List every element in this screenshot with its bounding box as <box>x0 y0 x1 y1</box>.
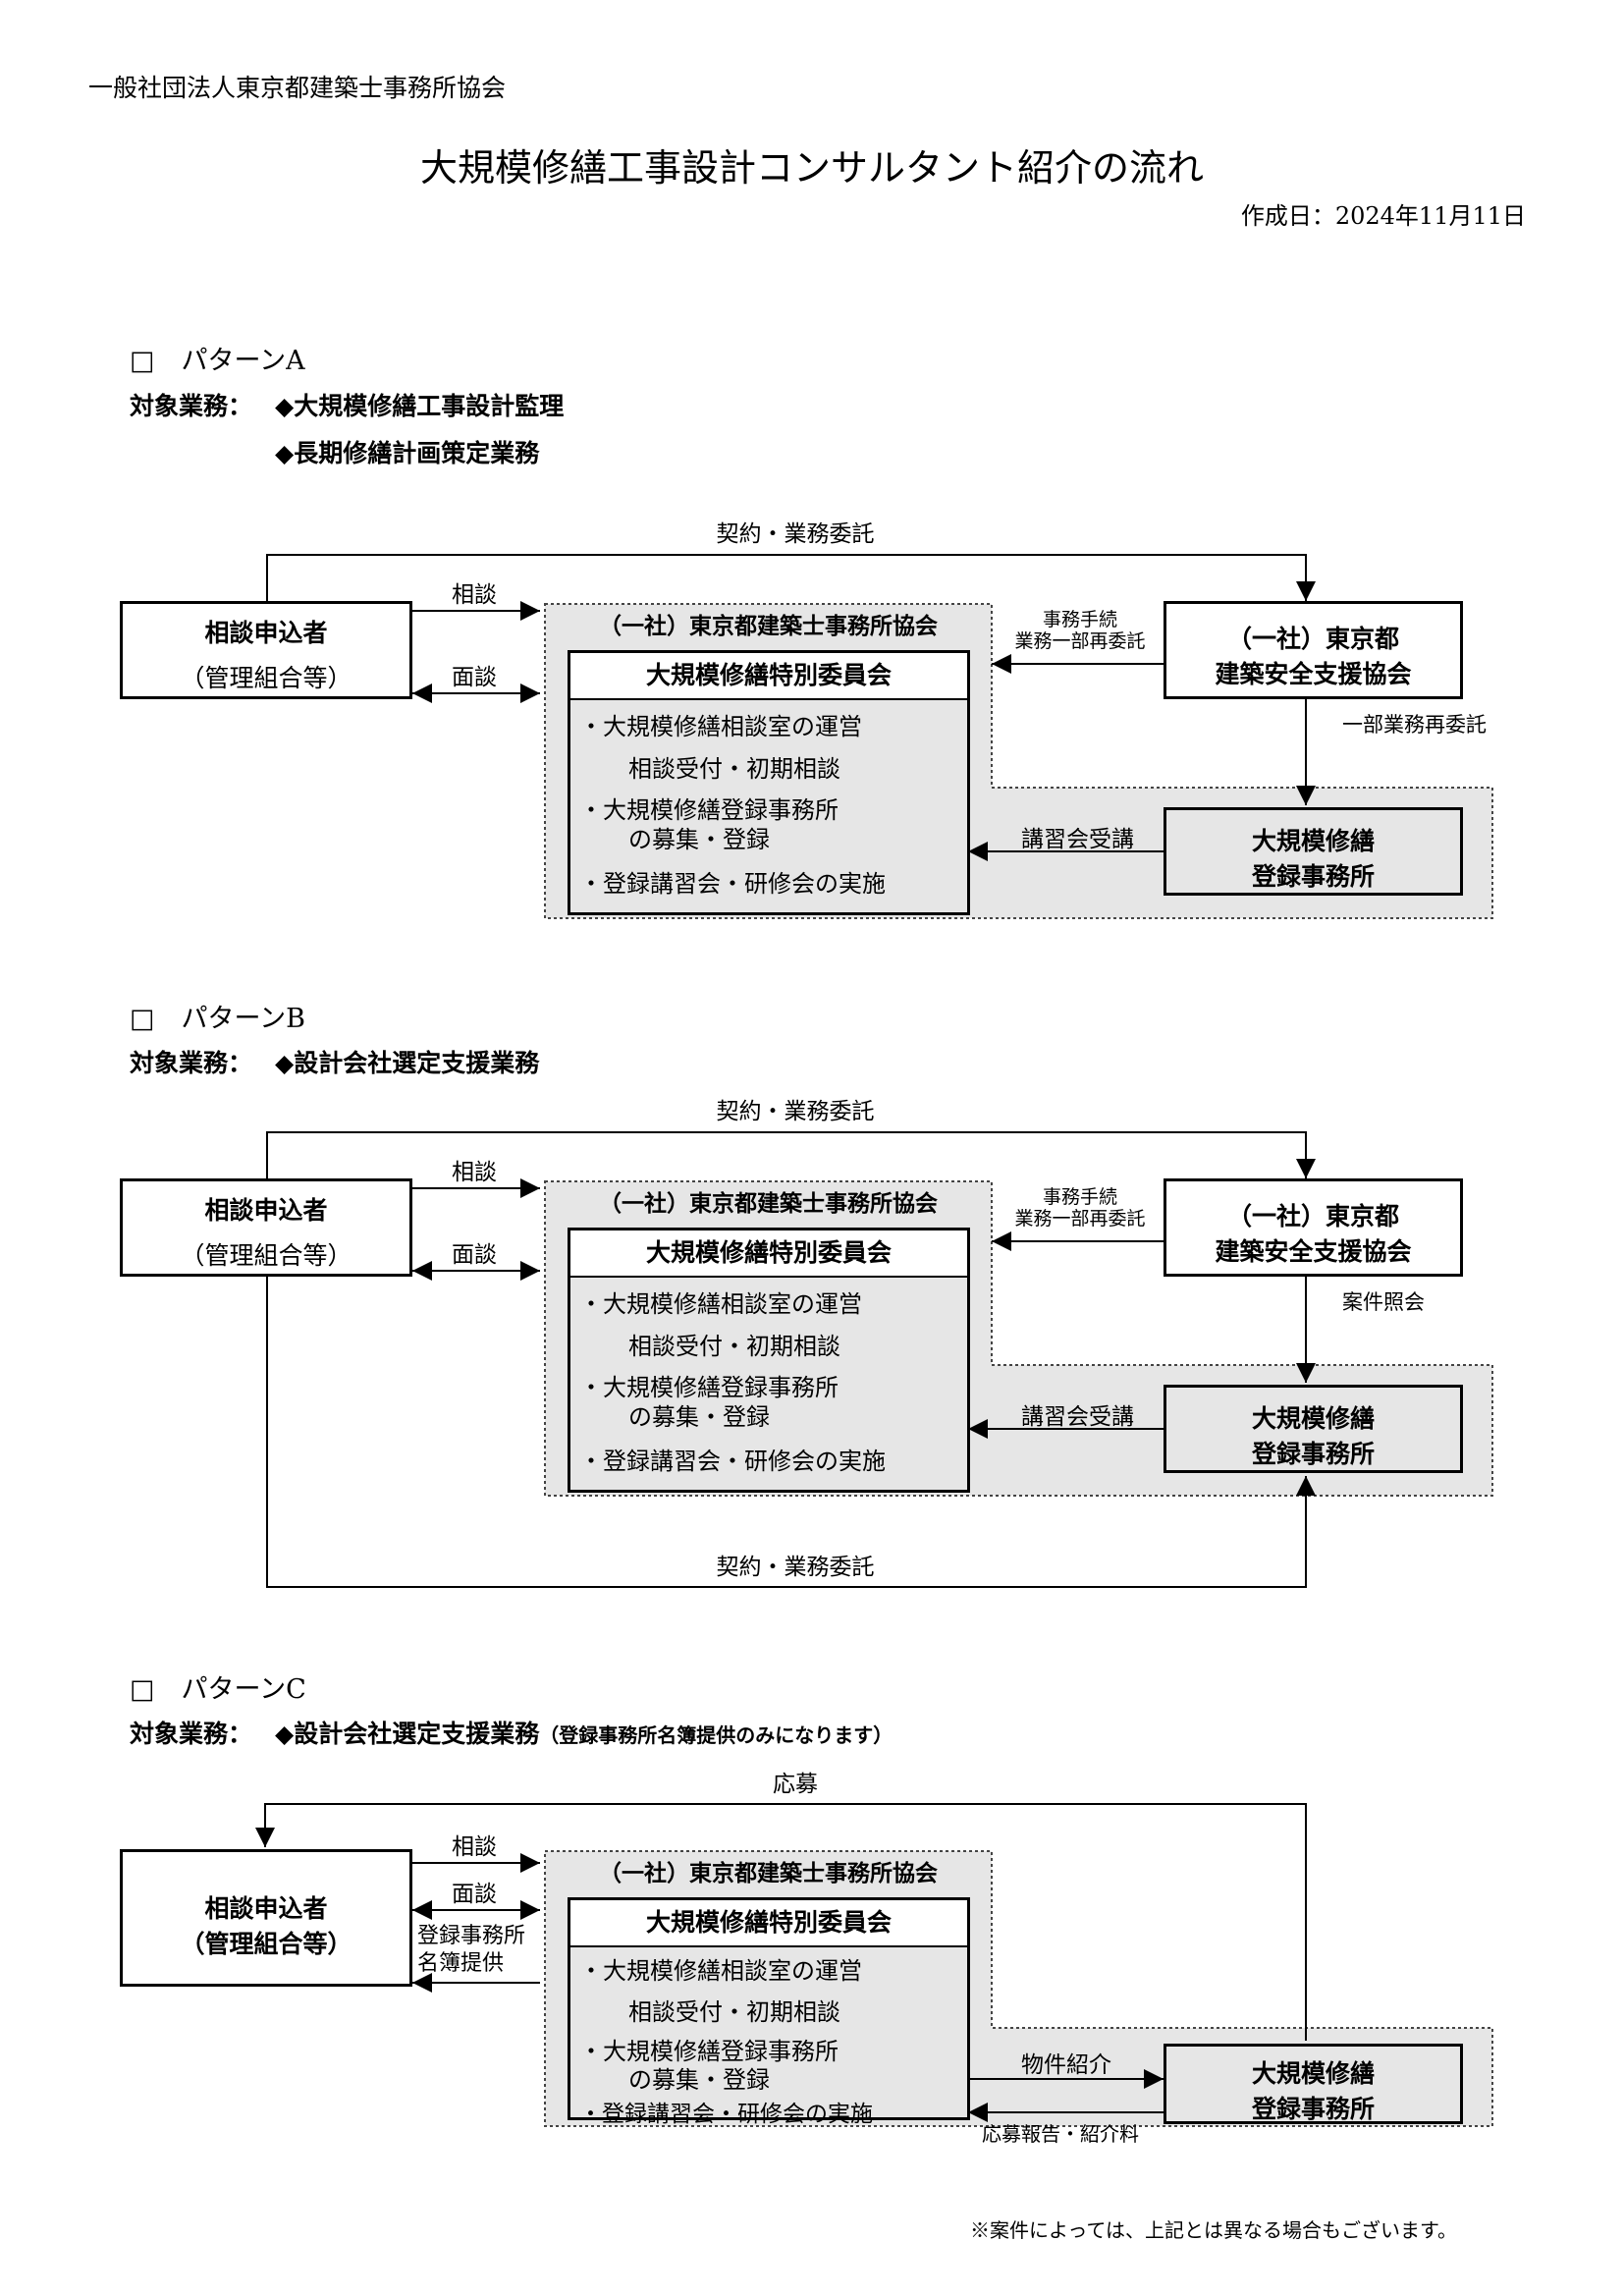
applicant-sub: （管理組合等） <box>180 664 352 692</box>
seminar-label: 講習会受講 <box>1021 827 1134 852</box>
committee-item-1: ・大規模修繕相談室の運営 <box>579 713 862 740</box>
applicant-sub: （管理組合等） <box>180 1241 352 1270</box>
support-line-1: （一社）東京都 <box>1226 625 1399 653</box>
applicant-box: 相談申込者 （管理組合等） <box>120 1849 412 1987</box>
pattern-b-heading: □ パターンB <box>130 1004 306 1034</box>
pattern-b-down-label: 案件照会 <box>1342 1290 1425 1314</box>
organization-name: 一般社団法人東京都建築士事務所協会 <box>88 74 507 102</box>
committee-title: 大規模修繕特別委員会 <box>570 653 967 700</box>
committee-title: 大規模修繕特別委員会 <box>570 1900 967 1947</box>
committee-item-5: ・登録講習会・研修会の実施 <box>579 870 886 898</box>
registered-office-box: 大規模修繕 登録事務所 <box>1164 807 1463 896</box>
list-label-2: 名簿提供 <box>417 1951 505 1976</box>
support-line-1: （一社）東京都 <box>1226 1202 1399 1230</box>
interview-label: 面談 <box>452 1242 497 1268</box>
support-association-box: （一社）東京都 建築安全支援協会 <box>1164 1178 1463 1277</box>
interview-label: 面談 <box>452 665 497 690</box>
page-title: 大規模修繕工事設計コンサルタント紹介の流れ <box>419 146 1204 190</box>
consult-label: 相談 <box>452 1834 497 1860</box>
applicant-c-line-2: （管理組合等） <box>180 1930 352 1958</box>
committee-item-2: 相談受付・初期相談 <box>628 755 840 783</box>
bottom-contract-label: 契約・業務委託 <box>716 1555 875 1580</box>
committee-item-3: ・大規模修繕登録事務所 <box>579 796 839 824</box>
contract-label: 契約・業務委託 <box>716 521 875 547</box>
pattern-a-arrows <box>266 554 1316 861</box>
pattern-a-diagram: 相談申込者 （管理組合等） （一社）東京都建築士事務所協会 大規模修繕特別委員会… <box>0 511 1624 923</box>
interview-label: 面談 <box>452 1882 497 1907</box>
list-label-1: 登録事務所 <box>417 1924 526 1948</box>
consult-label: 相談 <box>452 1160 497 1185</box>
committee-item-3: ・大規模修繕登録事務所 <box>579 1374 839 1401</box>
pattern-b-diagram: 相談申込者 （管理組合等） （一社）東京都建築士事務所協会 大規模修繕特別委員会… <box>0 1088 1624 1599</box>
subdelegate-label-2: 業務一部再委託 <box>1014 630 1146 652</box>
association-label: （一社）東京都建築士事務所協会 <box>599 613 938 639</box>
registered-line-2: 登録事務所 <box>1251 862 1375 891</box>
association-label: （一社）東京都建築士事務所協会 <box>599 1860 938 1886</box>
registered-line-1: 大規模修繕 <box>1251 827 1375 855</box>
committee-box: 大規模修繕特別委員会 <box>568 1228 970 1493</box>
subdelegate-label-2: 業務一部再委託 <box>1014 1208 1146 1230</box>
registered-office-box: 大規模修繕 登録事務所 <box>1164 2044 1463 2124</box>
pattern-a-down-label: 一部業務再委託 <box>1342 713 1487 737</box>
committee-item-3: ・大規模修繕登録事務所 <box>579 2038 839 2065</box>
pattern-b-target-1: ◆設計会社選定支援業務 <box>275 1049 540 1077</box>
subdelegate-label-1: 事務手続 <box>1042 1186 1117 1208</box>
committee-item-4: の募集・登録 <box>628 1403 770 1431</box>
committee-item-4: の募集・登録 <box>628 826 770 853</box>
creation-date: 作成日：2024年11月11日 <box>1240 202 1526 230</box>
pattern-a-target-2: ◆長期修繕計画策定業務 <box>275 439 540 467</box>
subdelegate-label-1: 事務手続 <box>1042 609 1117 630</box>
applicant-label: 相談申込者 <box>204 1196 328 1225</box>
committee-item-5: ・登録講習会・研修会の実施 <box>579 1448 886 1475</box>
pattern-a-target-1: ◆大規模修繕工事設計監理 <box>275 392 565 420</box>
committee-item-2: 相談受付・初期相談 <box>628 1998 840 2026</box>
applicant-box: 相談申込者 （管理組合等） <box>120 601 412 699</box>
pattern-c-arrows <box>255 1803 1307 2122</box>
committee-title: 大規模修繕特別委員会 <box>570 1230 967 1278</box>
referral-label: 物件紹介 <box>1021 2052 1111 2078</box>
committee-item-4: の募集・登録 <box>628 2066 770 2094</box>
pattern-c-diagram: 相談申込者 （管理組合等） （一社）東京都建築士事務所協会 大規模修繕特別委員会… <box>0 1763 1624 2156</box>
seminar-label: 講習会受講 <box>1021 1404 1134 1430</box>
pattern-c-targets-label: 対象業務： <box>130 1720 253 1748</box>
registered-office-box: 大規模修繕 登録事務所 <box>1164 1385 1463 1473</box>
pattern-c-target-note: （登録事務所名簿提供のみになります） <box>539 1723 893 1747</box>
applicant-box: 相談申込者 （管理組合等） <box>120 1178 412 1277</box>
pattern-a-targets-label: 対象業務： <box>130 392 253 420</box>
registered-line-1: 大規模修繕 <box>1251 2059 1375 2088</box>
committee-item-1: ・大規模修繕相談室の運営 <box>579 1957 862 1985</box>
contract-label: 契約・業務委託 <box>716 1099 875 1124</box>
applicant-c-line-1: 相談申込者 <box>204 1894 328 1923</box>
support-line-2: 建築安全支援協会 <box>1215 660 1412 688</box>
pattern-a-heading: □ パターンA <box>130 346 305 376</box>
association-label: （一社）東京都建築士事務所協会 <box>599 1190 938 1217</box>
registered-line-1: 大規模修繕 <box>1251 1404 1375 1433</box>
registered-line-2: 登録事務所 <box>1251 2095 1375 2123</box>
committee-item-1: ・大規模修繕相談室の運営 <box>579 1290 862 1318</box>
committee-box: 大規模修繕特別委員会 <box>568 1897 970 2120</box>
support-line-2: 建築安全支援協会 <box>1215 1237 1412 1266</box>
consult-label: 相談 <box>452 582 497 608</box>
pattern-b-arrows <box>266 1131 1316 1588</box>
committee-item-5: ・登録講習会・研修会の実施 <box>579 2102 873 2127</box>
applicant-label: 相談申込者 <box>204 619 328 647</box>
support-association-box: （一社）東京都 建築安全支援協会 <box>1164 601 1463 699</box>
pattern-c-target-1: ◆設計会社選定支援業務（登録事務所名簿提供のみになります） <box>275 1715 893 1750</box>
pattern-c-target-text: ◆設計会社選定支援業務 <box>275 1720 540 1748</box>
footer-note: ※案件によっては、上記とは異なる場合もございます。 <box>970 2218 1457 2242</box>
apply-label: 応募 <box>773 1772 818 1797</box>
registered-line-2: 登録事務所 <box>1251 1440 1375 1468</box>
report-label: 応募報告・紹介料 <box>982 2122 1139 2146</box>
committee-item-2: 相談受付・初期相談 <box>628 1333 840 1360</box>
committee-box: 大規模修繕特別委員会 <box>568 650 970 915</box>
pattern-b-targets-label: 対象業務： <box>130 1049 253 1077</box>
pattern-c-heading: □ パターンC <box>130 1674 306 1705</box>
